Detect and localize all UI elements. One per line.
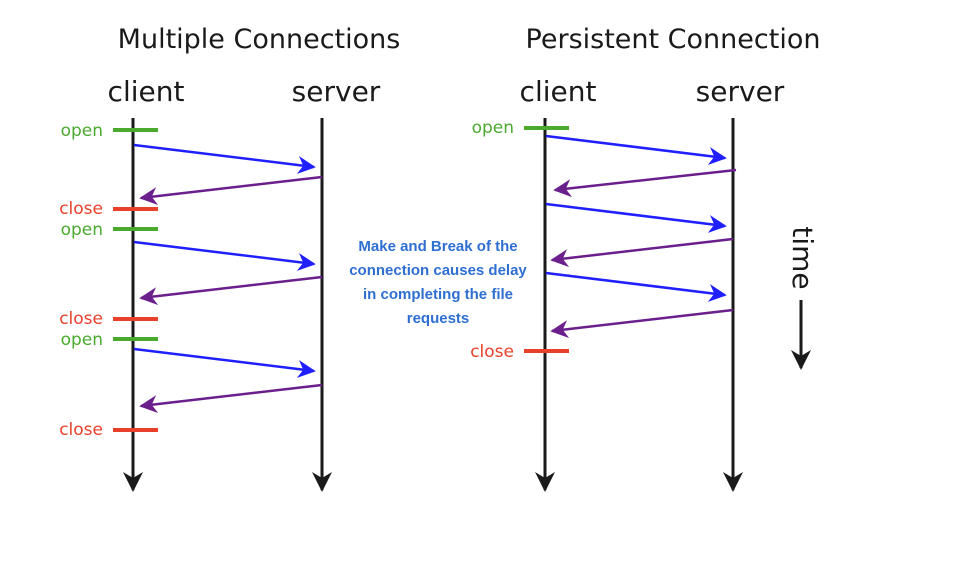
response-arrow <box>553 168 737 198</box>
open-label: open <box>61 121 103 141</box>
response-arrow <box>139 175 323 206</box>
response-arrow <box>550 237 734 268</box>
persistent-client-label: client <box>520 75 597 108</box>
close-label: close <box>59 420 103 440</box>
multiple-event-close-1: close <box>59 199 158 219</box>
multiple-event-open-2: open <box>61 220 158 240</box>
multiple-connections-panel: Multiple Connections client server open … <box>59 24 401 492</box>
persistent-event-open: open <box>472 118 569 138</box>
response-arrow <box>550 308 734 339</box>
request-arrow <box>133 143 316 174</box>
delay-note: Make and Break of the connection causes … <box>349 238 527 327</box>
delay-note-line-1: Make and Break of the <box>358 238 517 255</box>
request-arrow <box>133 347 316 378</box>
close-label: close <box>470 342 514 362</box>
persistent-connection-panel: Persistent Connection client server open… <box>470 24 821 492</box>
close-label: close <box>59 309 103 329</box>
time-label: time <box>786 226 819 289</box>
close-label: close <box>59 199 103 219</box>
response-arrow <box>139 383 323 414</box>
delay-note-line-4: requests <box>407 310 470 327</box>
persistent-connection-title: Persistent Connection <box>526 24 821 55</box>
time-indicator: time <box>786 226 819 370</box>
open-label: open <box>61 330 103 350</box>
request-arrow <box>545 202 727 233</box>
request-arrow <box>133 240 316 271</box>
delay-note-line-3: in completing the file <box>363 286 513 303</box>
multiple-client-label: client <box>108 75 185 108</box>
multiple-connections-title: Multiple Connections <box>118 24 401 55</box>
persistent-server-label: server <box>696 75 785 108</box>
multiple-event-close-2: close <box>59 309 158 329</box>
request-arrow <box>545 134 727 165</box>
multiple-event-close-3: close <box>59 420 158 440</box>
response-arrow <box>139 275 323 306</box>
delay-note-line-2: connection causes delay <box>349 262 527 279</box>
multiple-event-open-3: open <box>61 330 158 350</box>
multiple-event-open-1: open <box>61 121 158 141</box>
multiple-server-label: server <box>292 75 381 108</box>
open-label: open <box>472 118 514 138</box>
open-label: open <box>61 220 103 240</box>
request-arrow <box>545 271 727 302</box>
persistent-event-close: close <box>470 342 569 362</box>
